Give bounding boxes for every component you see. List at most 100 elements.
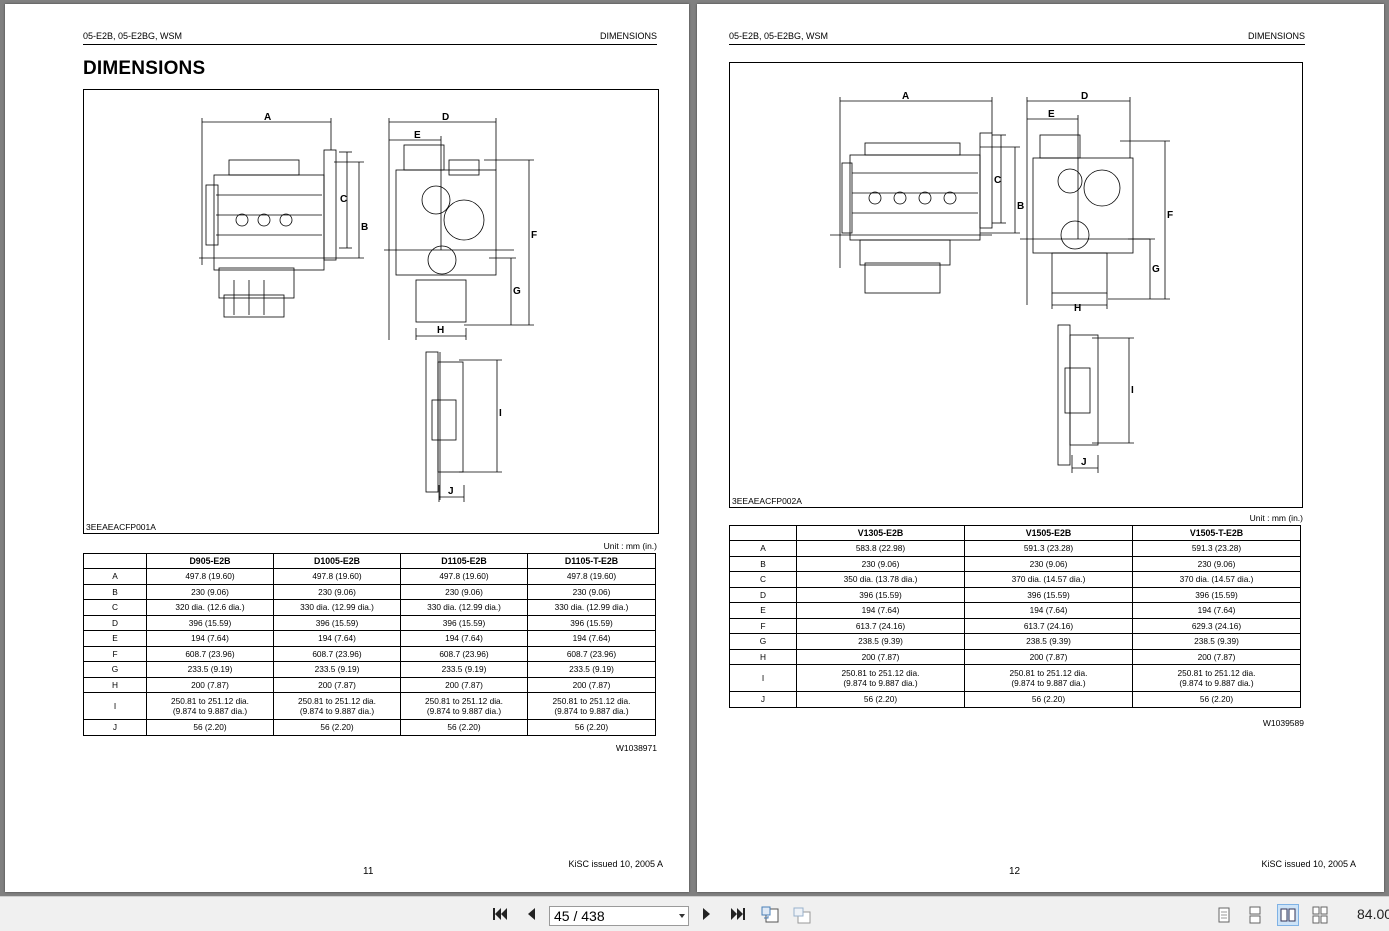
header-left-text: 05-E2B, 05-E2BG, WSM — [729, 31, 829, 41]
table-cell: 230 (9.06) — [796, 555, 965, 572]
column-header: D1005-E2B — [273, 553, 401, 569]
page-indicator-text: 45 / 438 — [554, 908, 605, 924]
table-cell: 497.8 (19.60) — [400, 568, 528, 585]
table-cell: 56 (2.20) — [527, 719, 656, 736]
table-cell: 396 (15.59) — [796, 586, 965, 603]
table-cell: 396 (15.59) — [1132, 586, 1301, 603]
single-page-icon[interactable] — [1213, 904, 1235, 926]
zoom-level[interactable]: 84.00 — [1357, 906, 1389, 922]
table-cell: 396 (15.59) — [527, 614, 656, 631]
figure-label-h: H — [1074, 303, 1081, 314]
table-cell: 194 (7.64) — [400, 630, 528, 647]
table-cell: 370 dia. (14.57 dia.) — [964, 571, 1133, 588]
figure-label-i: I — [499, 408, 502, 419]
table-cell: 56 (2.20) — [146, 719, 274, 736]
table-cell: 591.3 (23.28) — [1132, 540, 1301, 557]
header-left-text: 05-E2B, 05-E2BG, WSM — [83, 31, 183, 41]
row-label: E — [729, 602, 797, 619]
row-label: D — [729, 586, 797, 603]
table-cell: 238.5 (9.39) — [1132, 633, 1301, 650]
table-cell: 230 (9.06) — [1132, 555, 1301, 572]
dimensions-table: D905-E2B D1005-E2B D1105-E2B D1105-T-E2B… — [83, 553, 656, 736]
table-header-blank — [83, 553, 147, 569]
table-cell: 238.5 (9.39) — [796, 633, 965, 650]
engine-drawing: A B C D E F G H I J — [830, 91, 1173, 473]
table-cell: 200 (7.87) — [964, 648, 1133, 665]
figure-label-i: I — [1131, 385, 1134, 396]
table-cell: 56 (2.20) — [273, 719, 401, 736]
table-cell: 396 (15.59) — [400, 614, 528, 631]
table-cell: 250.81 to 251.12 dia.(9.874 to 9.887 dia… — [964, 664, 1133, 692]
figure-label-a: A — [264, 112, 271, 123]
row-label: C — [83, 599, 147, 616]
table-cell: 230 (9.06) — [527, 583, 656, 600]
table-cell: 250.81 to 251.12 dia.(9.874 to 9.887 dia… — [400, 692, 528, 720]
row-label: F — [83, 645, 147, 662]
cell-line: (9.874 to 9.887 dia.) — [554, 706, 629, 716]
table-cell: 608.7 (23.96) — [273, 645, 401, 662]
issued-note: KiSC issued 10, 2005 A — [568, 859, 663, 869]
row-label: A — [729, 540, 797, 557]
table-cell: 608.7 (23.96) — [146, 645, 274, 662]
last-page-icon[interactable] — [727, 904, 749, 924]
first-page-icon[interactable] — [489, 904, 511, 924]
table-cell: 497.8 (19.60) — [527, 568, 656, 585]
figure-label-d: D — [1081, 91, 1088, 102]
table-cell: 330 dia. (12.99 dia.) — [400, 599, 528, 616]
engine-dimension-figure: A B C D E F G H I J 3EEAEACFP001A — [83, 89, 659, 534]
row-label: A — [83, 568, 147, 585]
page-number: 11 — [363, 866, 374, 877]
figure-code: 3EEAEACFP002A — [732, 496, 802, 506]
table-cell: 396 (15.59) — [273, 614, 401, 631]
table-cell: 230 (9.06) — [273, 583, 401, 600]
figure-label-f: F — [531, 230, 537, 241]
reference-code: W1038971 — [615, 743, 657, 753]
figure-label-b: B — [1017, 201, 1024, 212]
fit-page-icon[interactable] — [759, 904, 781, 926]
table-cell: 194 (7.64) — [527, 630, 656, 647]
row-label: E — [83, 630, 147, 647]
table-header-row: V1305-E2B V1505-E2B V1505-T-E2B — [729, 525, 1301, 541]
continuous-icon[interactable] — [1244, 904, 1266, 926]
header-rule — [83, 44, 657, 45]
issued-note: KiSC issued 10, 2005 A — [1261, 859, 1356, 869]
two-page-icon[interactable] — [1277, 904, 1299, 926]
table-cell: 233.5 (9.19) — [527, 661, 656, 678]
table-cell: 370 dia. (14.57 dia.) — [1132, 571, 1301, 588]
table-cell: 200 (7.87) — [1132, 648, 1301, 665]
table-cell: 608.7 (23.96) — [400, 645, 528, 662]
page-title: DIMENSIONS — [83, 58, 206, 79]
reference-code: W1039589 — [1262, 718, 1304, 728]
column-header: D1105-T-E2B — [527, 553, 656, 569]
cell-line: 250.81 to 251.12 dia. — [1177, 668, 1256, 678]
previous-page-icon[interactable] — [521, 904, 541, 924]
engine-dimension-figure: A B C D E F G H I J 3EEAEACFP002A — [729, 62, 1303, 508]
table-header-blank — [729, 525, 797, 541]
figure-label-j: J — [1081, 457, 1087, 468]
cell-line: (9.874 to 9.887 dia.) — [426, 706, 502, 716]
document-page-right: 05-E2B, 05-E2BG, WSM DIMENSIONS — [697, 4, 1384, 892]
cell-line: 250.81 to 251.12 dia. — [1009, 668, 1088, 678]
fit-width-icon[interactable] — [791, 904, 813, 926]
column-header: D1105-E2B — [400, 553, 528, 569]
row-label: B — [83, 583, 147, 600]
flywheel-side-view — [1057, 324, 1099, 466]
page-number-select[interactable]: 45 / 438 — [549, 906, 689, 926]
two-page-continuous-icon[interactable] — [1309, 904, 1331, 926]
table-cell: 396 (15.59) — [964, 586, 1133, 603]
table-cell: 396 (15.59) — [146, 614, 274, 631]
unit-note: Unit : mm (in.) — [603, 541, 657, 551]
table-cell: 238.5 (9.39) — [964, 633, 1133, 650]
next-page-icon[interactable] — [697, 904, 717, 924]
cell-line: (9.874 to 9.887 dia.) — [1179, 678, 1254, 688]
row-label: J — [83, 719, 147, 736]
figure-label-d: D — [442, 112, 449, 123]
table-cell: 629.3 (24.16) — [1132, 617, 1301, 634]
table-cell: 194 (7.64) — [146, 630, 274, 647]
